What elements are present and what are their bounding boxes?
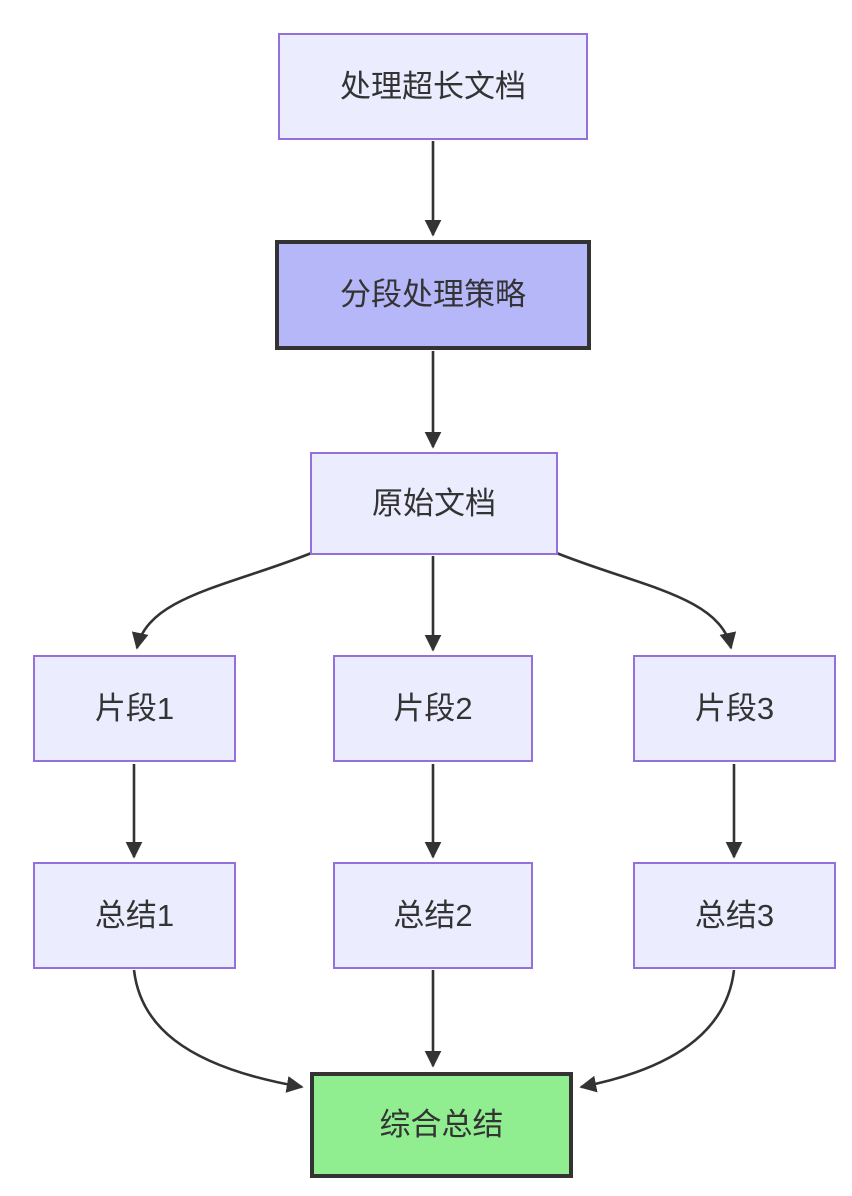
node-label: 总结3 bbox=[694, 897, 775, 933]
node-label: 总结1 bbox=[94, 897, 175, 933]
node-label: 片段2 bbox=[393, 690, 473, 726]
node-label: 总结2 bbox=[393, 897, 473, 933]
edge-original-to-fragment-3 bbox=[553, 550, 737, 650]
node-label: 分段处理策略 bbox=[340, 277, 526, 313]
node-fragment-2: 片段2 bbox=[333, 655, 533, 762]
edge-original-to-fragment-1 bbox=[131, 550, 315, 650]
node-label: 片段3 bbox=[694, 690, 775, 726]
node-segment-strategy: 分段处理策略 bbox=[275, 240, 591, 350]
node-label: 处理超长文档 bbox=[340, 68, 526, 104]
node-label: 综合总结 bbox=[379, 1107, 504, 1143]
node-fragment-1: 片段1 bbox=[33, 655, 236, 762]
edge-summary-3-to-final bbox=[579, 969, 736, 1093]
node-summary-1: 总结1 bbox=[33, 862, 236, 969]
node-original-document: 原始文档 bbox=[310, 452, 558, 555]
node-label: 原始文档 bbox=[372, 485, 496, 521]
node-summary-3: 总结3 bbox=[633, 862, 836, 969]
node-label: 片段1 bbox=[94, 690, 175, 726]
node-summary-2: 总结2 bbox=[333, 862, 533, 969]
node-fragment-3: 片段3 bbox=[633, 655, 836, 762]
node-process-long-document: 处理超长文档 bbox=[278, 33, 588, 140]
edge-summary-1-to-final bbox=[132, 969, 304, 1093]
node-final-summary: 综合总结 bbox=[310, 1072, 573, 1178]
